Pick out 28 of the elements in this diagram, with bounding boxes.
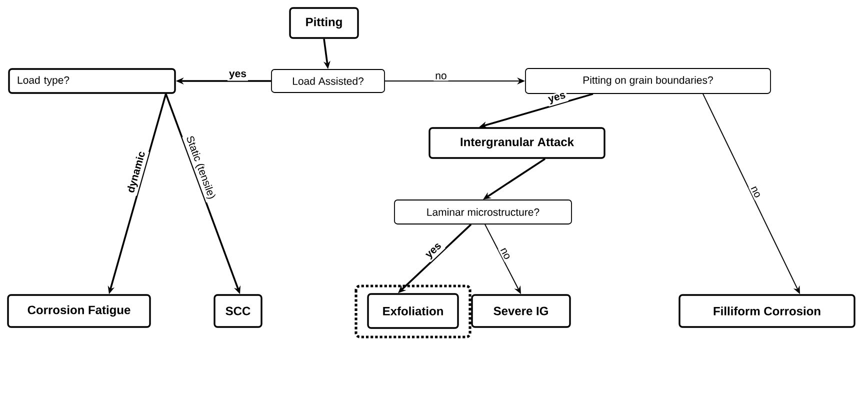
outcome-box: Exfoliation <box>367 293 459 329</box>
edge-label: yes <box>227 70 248 81</box>
outcome-box: Filliform Corrosion <box>678 294 856 328</box>
edge-label: yes <box>423 240 446 262</box>
outcome-box: Corrosion Fatigue <box>7 294 151 328</box>
decision-box: Load Assisted? <box>271 69 385 93</box>
decision-box: Load type? <box>8 68 176 94</box>
arrow <box>165 94 240 294</box>
arrow <box>384 78 526 84</box>
arrow <box>398 224 472 294</box>
outcome-box: Severe IG <box>471 294 571 328</box>
arrow <box>323 38 330 70</box>
edge-label: no <box>748 184 763 201</box>
decision-box: Laminar microstructure? <box>394 200 572 224</box>
edge-label: no <box>434 72 448 81</box>
edge-label: yes <box>546 90 569 107</box>
outcome-box: Pitting <box>289 7 359 39</box>
arrow <box>479 93 594 128</box>
arrow <box>702 93 800 294</box>
arrow <box>483 158 546 200</box>
arrow <box>108 94 167 294</box>
outcome-box: SCC <box>214 294 262 328</box>
outcome-box: Intergranular Attack <box>428 127 606 159</box>
arrow <box>484 224 521 294</box>
edge-label: no <box>498 245 513 262</box>
arrow <box>176 78 272 84</box>
decision-box: Pitting on grain boundaries? <box>525 68 771 94</box>
edge-label: dynamic <box>124 148 150 196</box>
